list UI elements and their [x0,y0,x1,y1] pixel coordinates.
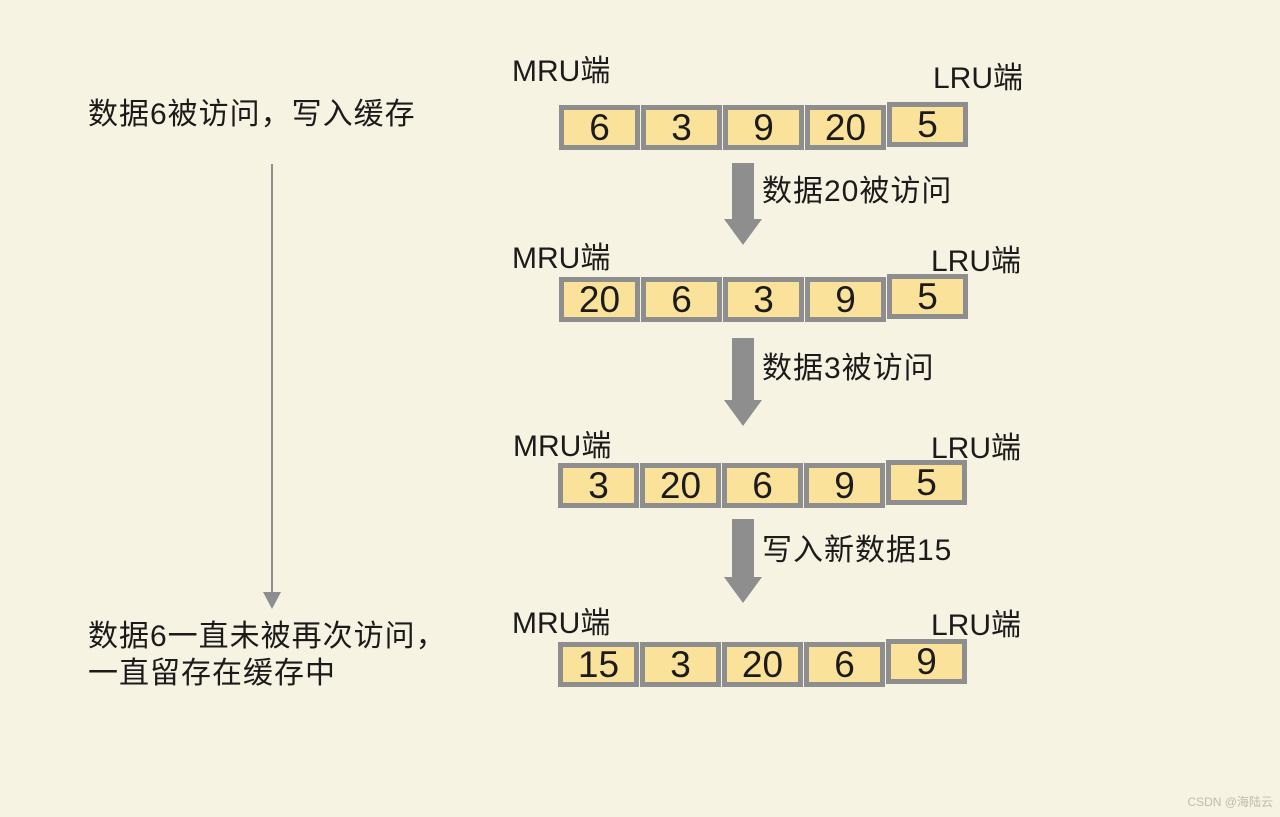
cache-cell: 3 [641,105,722,150]
down-arrow-head [724,400,762,426]
mru-end-label: MRU端 [512,242,611,275]
cache-cell: 3 [723,277,804,322]
annotation-final-line-2: 一直留存在缓存中 [88,657,336,690]
cache-cell: 20 [640,463,721,508]
cache-cell: 5 [887,274,968,319]
transition-label: 写入新数据15 [762,534,953,567]
cache-cell: 20 [805,105,886,150]
annotation-final-state: 数据6一直未被再次访问， 一直留存在缓存中 [88,618,447,692]
cache-list: 15 3 20 6 9 [558,639,967,687]
annotation-initial-access: 数据6被访问，写入缓存 [88,98,416,131]
cache-list: 3 20 6 9 5 [558,460,967,508]
cache-cell: 20 [722,642,803,687]
annotation-final-line-1: 数据6一直未被再次访问， [88,620,447,653]
cache-cell: 9 [723,105,804,150]
cache-cell: 9 [805,277,886,322]
down-arrow-shaft [732,338,754,400]
cache-cell: 3 [558,463,639,508]
transition-label: 数据3被访问 [762,352,935,385]
cache-list: 20 6 3 9 5 [559,274,968,322]
cache-cell: 9 [804,463,885,508]
timeline-arrow-shaft [271,164,273,594]
watermark: CSDN @海陆云 [1187,795,1273,809]
lru-end-label: LRU端 [931,609,1022,642]
lru-end-label: LRU端 [933,62,1024,95]
mru-end-label: MRU端 [513,430,612,463]
transition-label: 数据20被访问 [762,175,953,208]
down-arrow-head [724,219,762,245]
cache-list: 6 3 9 20 5 [559,102,968,150]
lru-end-label: LRU端 [931,432,1022,465]
cache-cell: 6 [559,105,640,150]
lru-end-label: LRU端 [931,245,1022,278]
cache-cell: 5 [886,460,967,505]
mru-end-label: MRU端 [512,607,611,640]
cache-cell: 6 [804,642,885,687]
timeline-arrow-head [263,592,281,609]
cache-cell: 20 [559,277,640,322]
mru-end-label: MRU端 [512,55,611,88]
cache-cell: 6 [641,277,722,322]
down-arrow-icon [724,163,762,245]
down-arrow-shaft [732,163,754,219]
cache-cell: 3 [640,642,721,687]
cache-cell: 9 [886,639,967,684]
down-arrow-head [724,577,762,603]
cache-cell: 6 [722,463,803,508]
cache-cell: 5 [887,102,968,147]
down-arrow-icon [724,519,762,603]
cache-cell: 15 [558,642,639,687]
down-arrow-icon [724,338,762,426]
down-arrow-shaft [732,519,754,577]
